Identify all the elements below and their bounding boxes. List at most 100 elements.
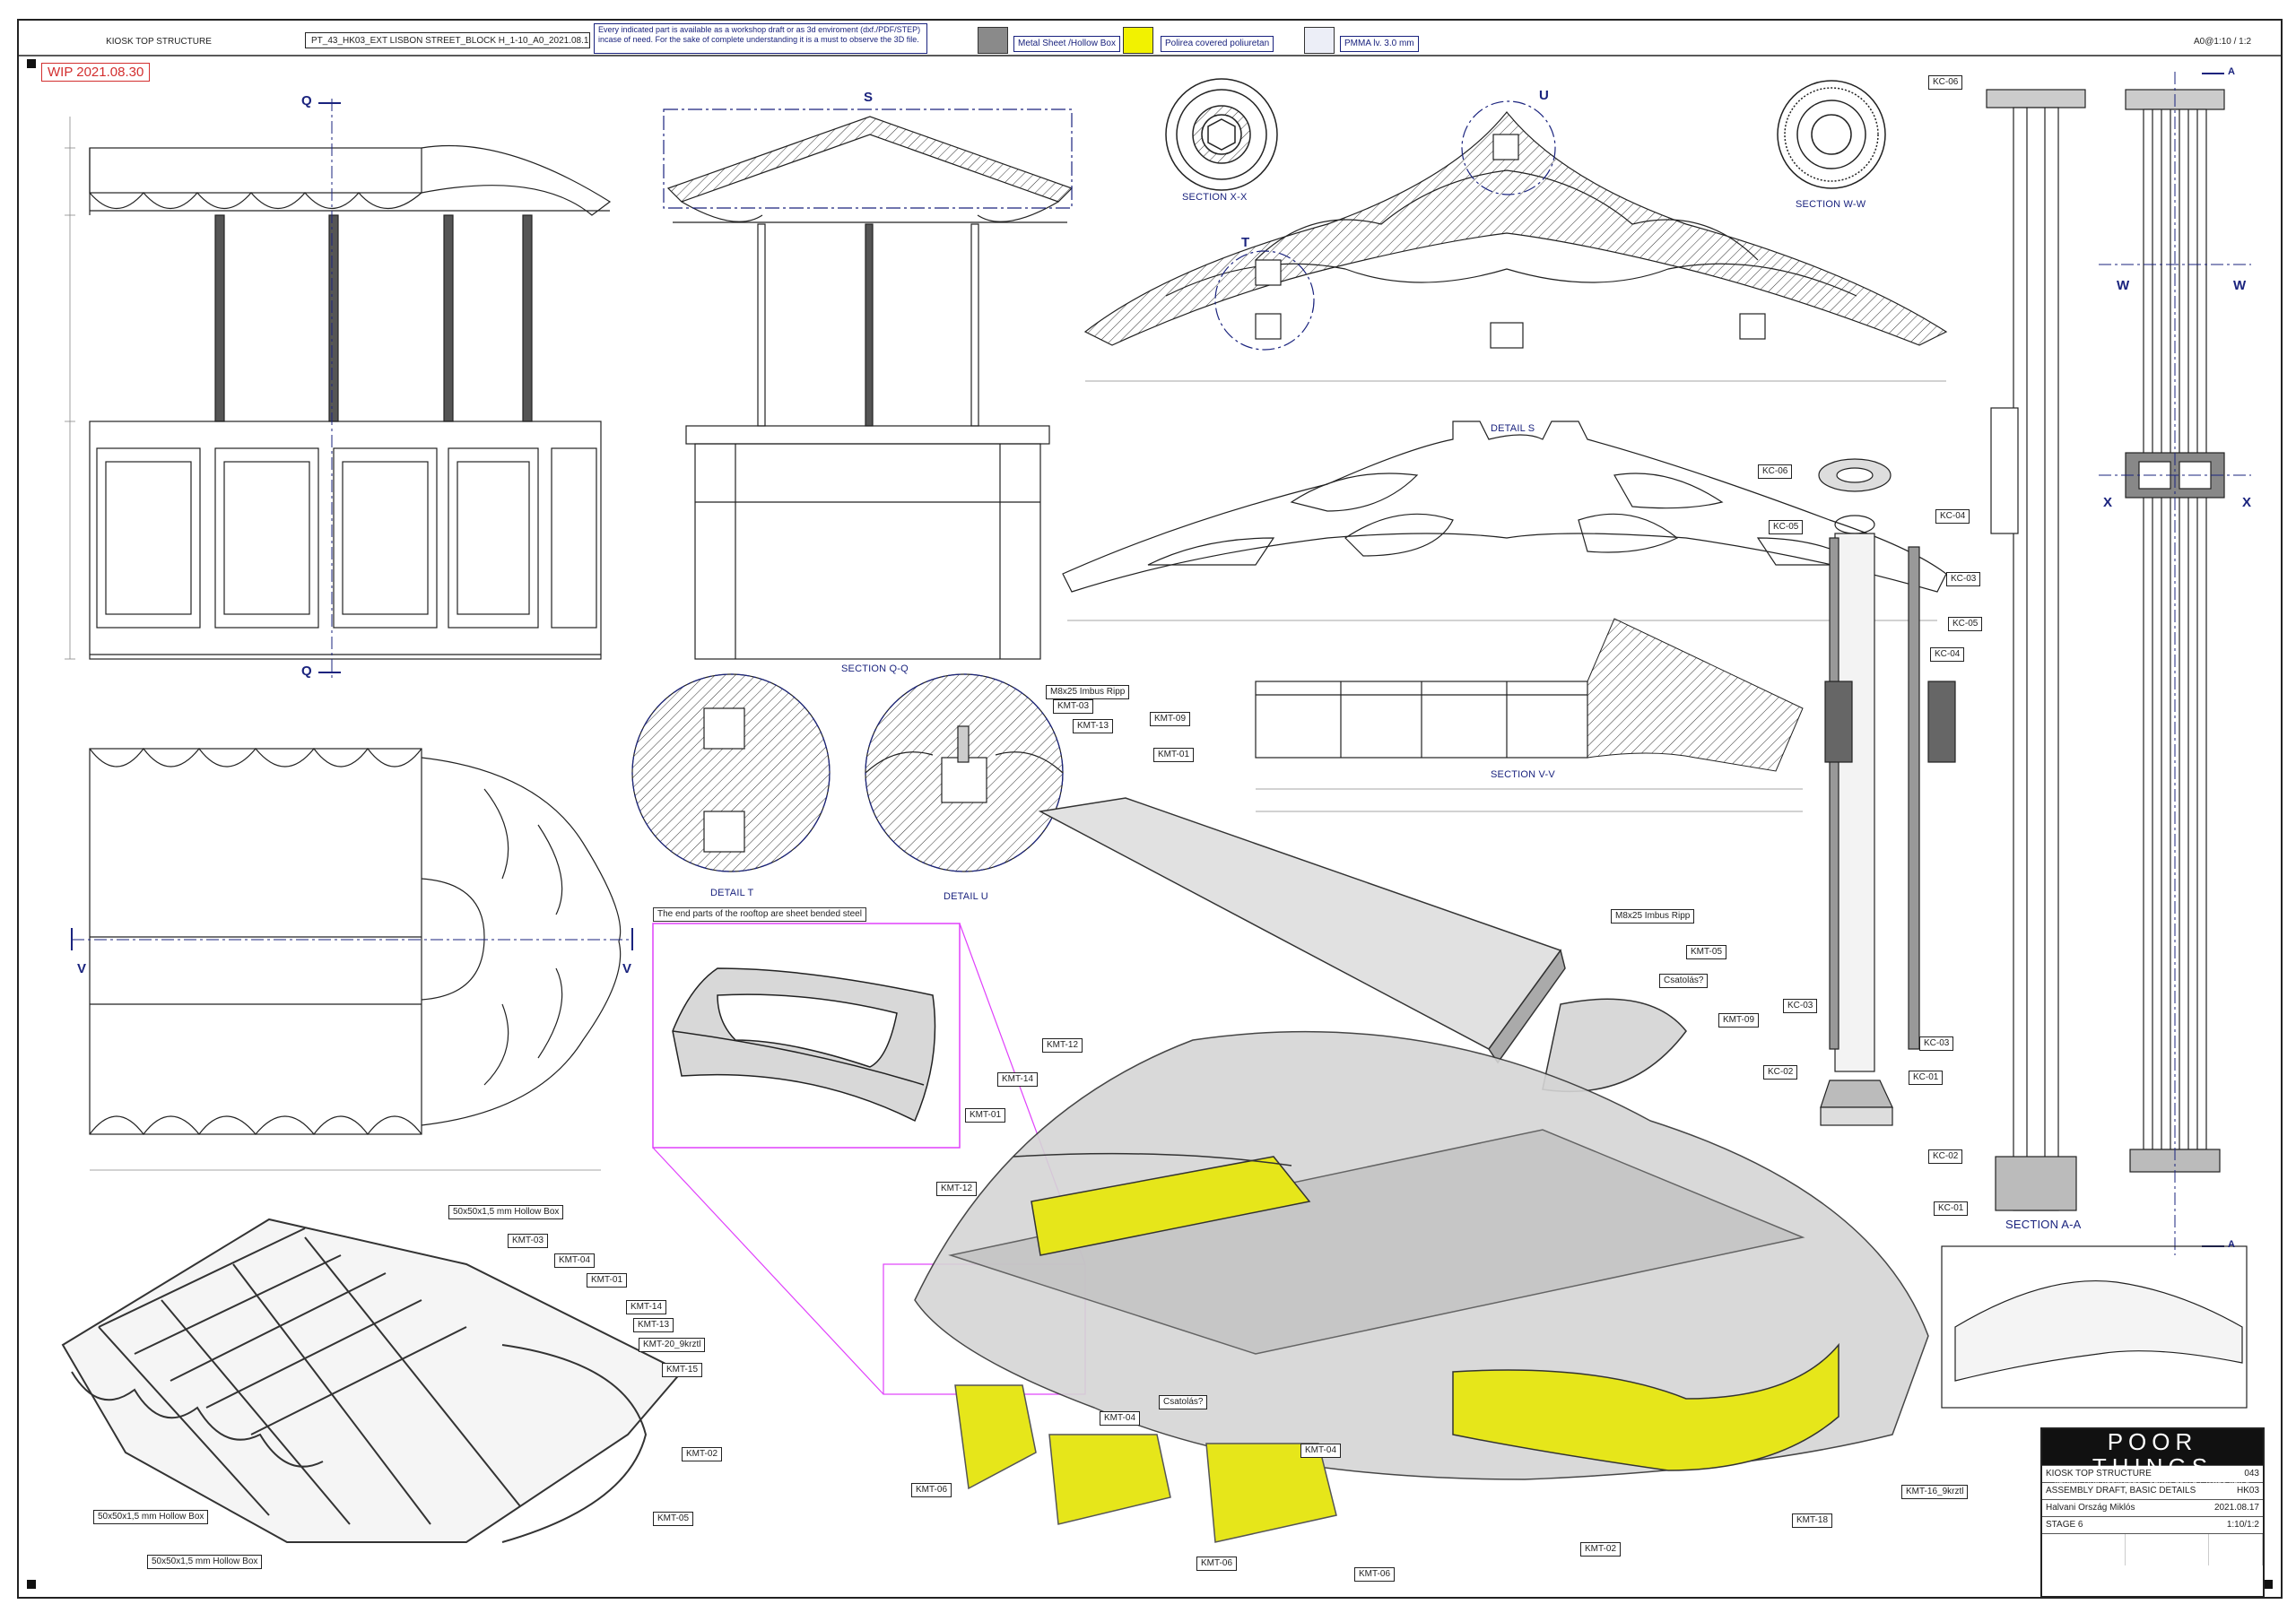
small-truss-frame: [1941, 1245, 2248, 1409]
tb-stage: STAGE 6: [2046, 1520, 2083, 1530]
label-kc-05-a: KC-05: [1769, 520, 1804, 534]
label-kc-04-a: KC-04: [1935, 509, 1970, 524]
label-kmt-04-a: KMT-04: [1100, 1411, 1141, 1426]
label-kc-03-a: KC-03: [1946, 572, 1981, 586]
rooftop-note: The end parts of the rooftop are sheet b…: [653, 907, 866, 922]
column-exploded: [1818, 458, 1956, 1126]
label-kmt-09-exploded: KMT-09: [1718, 1013, 1760, 1028]
label-kc-01-b: KC-01: [1934, 1201, 1969, 1216]
caption-section-qq: SECTION Q-Q: [841, 663, 909, 674]
tb-drawn-by: Halvani Ország Miklós: [2046, 1503, 2135, 1513]
section-letter-x-right: X: [2242, 495, 2252, 510]
front-dim-lines: [65, 117, 75, 660]
tb-stage-row: STAGE 6 1:10/1:2: [2042, 1516, 2263, 1533]
label-kmt-02-frame: KMT-02: [682, 1447, 723, 1461]
detail-u-marker: [1461, 100, 1556, 195]
label-kmt-12-b: KMT-12: [936, 1182, 978, 1196]
detail-s-boundary: [663, 108, 1073, 209]
title-block: POOR THINGS PRODUCTION DESIGNERS · SHONA…: [2040, 1427, 2265, 1598]
header-title: KIOSK TOP STRUCTURE: [20, 30, 298, 54]
legend-pmma-label: PMMA lv. 3.0 mm: [1340, 36, 1419, 52]
front-elevation: [89, 144, 612, 660]
wip-stamp: WIP 2021.08.30: [41, 63, 151, 82]
caption-section-aa: SECTION A-A: [2005, 1218, 2082, 1231]
label-kmt-04-frame: KMT-04: [554, 1253, 596, 1268]
label-kc-02-b: KC-02: [1928, 1149, 1963, 1164]
section-letter-q-top: Q: [301, 93, 312, 108]
caption-section-xx: SECTION X-X: [1182, 192, 1248, 203]
label-kmt-02-exploded: KMT-02: [1580, 1542, 1622, 1557]
section-letter-t: T: [1241, 235, 1250, 250]
tb-subtitle: ASSEMBLY DRAFT, BASIC DETAILS: [2046, 1486, 2196, 1496]
legend-polirea-label: Polirea covered poliuretan: [1161, 36, 1274, 52]
column-section-aa: [1986, 89, 2086, 1211]
label-hollow-box-top: 50x50x1,5 mm Hollow Box: [448, 1205, 564, 1219]
caption-detail-t: DETAIL T: [710, 888, 754, 898]
tb-scale: 1:10/1:2: [2226, 1520, 2259, 1530]
caption-detail-u: DETAIL U: [944, 891, 988, 902]
exploded-roof: [914, 797, 1929, 1480]
corner-mark-bl: [27, 1580, 36, 1589]
label-kmt-13-detail: KMT-13: [1073, 719, 1114, 733]
rooftop-inset-frame: [652, 923, 961, 1149]
detail-s-truss: [1083, 111, 1948, 382]
small-truss: [1954, 1279, 2243, 1382]
company-name: POOR THINGS: [2092, 1428, 2213, 1480]
section-letter-u: U: [1539, 88, 1549, 103]
label-kmt-09-detail: KMT-09: [1150, 712, 1191, 726]
label-kc-04-b: KC-04: [1930, 647, 1965, 662]
label-kmt-05-exploded: KMT-05: [1686, 945, 1727, 959]
header-scale: A0@1:10 / 1:2: [2188, 30, 2278, 54]
legend-metal-label: Metal Sheet /Hollow Box: [1013, 36, 1120, 52]
label-kmt-16: KMT-16_9krztl: [1901, 1485, 1969, 1499]
detail-u-drawing: [865, 673, 1064, 872]
label-kc-03-c: KC-03: [1919, 1036, 1954, 1051]
truss-outline: [1062, 421, 1947, 621]
label-kmt-04-b: KMT-04: [1300, 1444, 1342, 1458]
label-m8-imbus: M8x25 Imbus Ripp: [1046, 685, 1130, 699]
label-kmt-03-detail: KMT-03: [1053, 699, 1094, 714]
header-file-ref: PT_43_HK03_EXT LISBON STREET_BLOCK H_1-1…: [305, 32, 590, 48]
section-letter-q-bottom: Q: [301, 663, 312, 679]
legend-swatch-polirea: [1123, 27, 1153, 54]
sheet-border: [17, 19, 2283, 1599]
title-block-logo: POOR THINGS PRODUCTION DESIGNERS · SHONA…: [2042, 1429, 2263, 1487]
tb-code: HK03: [2236, 1486, 2259, 1496]
label-kmt-06-c: KMT-06: [1354, 1567, 1396, 1582]
tb-author-row: Halvani Ország Miklós 2021.08.17: [2042, 1499, 2263, 1516]
caption-section-ww: SECTION W-W: [1796, 199, 1866, 210]
label-kmt-18: KMT-18: [1792, 1513, 1833, 1528]
label-kmt-20-frame: KMT-20_9krztl: [639, 1338, 706, 1352]
section-xx-circle: [1165, 78, 1278, 191]
legend-swatch-pmma: [1304, 27, 1335, 54]
label-kc-01-a: KC-01: [1909, 1071, 1944, 1085]
rooftop-end-part: [672, 967, 936, 1123]
section-vv-drawing: [1255, 618, 1804, 812]
yellow-blocks: [954, 1384, 1337, 1543]
label-kmt-12-a: KMT-12: [1042, 1038, 1083, 1053]
section-letter-a-bottom: A: [2228, 1239, 2235, 1250]
label-kc-03-b: KC-03: [1783, 999, 1818, 1013]
label-kmt-06-b: KMT-06: [1196, 1557, 1238, 1571]
section-qq-drawing: [666, 116, 1074, 660]
section-letter-x-left: X: [2103, 495, 2113, 510]
label-kc-02-a: KC-02: [1763, 1065, 1798, 1080]
detail-t-drawing: [631, 673, 831, 872]
corner-mark-tl: [27, 59, 36, 68]
inset-leader-1: [652, 1147, 884, 1395]
label-kmt-15-frame: KMT-15: [662, 1363, 703, 1377]
iso-frame: [61, 1218, 683, 1543]
tb-number: 043: [2244, 1469, 2259, 1479]
label-csatolas-a: Csatolás?: [1659, 974, 1709, 988]
label-hollow-box-bottom: 50x50x1,5 mm Hollow Box: [147, 1555, 263, 1569]
label-kmt-01-frame: KMT-01: [587, 1273, 628, 1288]
section-ww-circle: [1777, 80, 1886, 189]
label-kmt-05-frame: KMT-05: [653, 1512, 694, 1526]
header-note: Every indicated part is available as a w…: [594, 23, 927, 54]
detail-t-marker: [1214, 250, 1315, 351]
label-kc-05-b: KC-05: [1948, 617, 1983, 631]
section-letter-v-left: V: [77, 961, 87, 976]
plan-view: [89, 748, 622, 1135]
section-letter-a-top: A: [2228, 66, 2235, 77]
